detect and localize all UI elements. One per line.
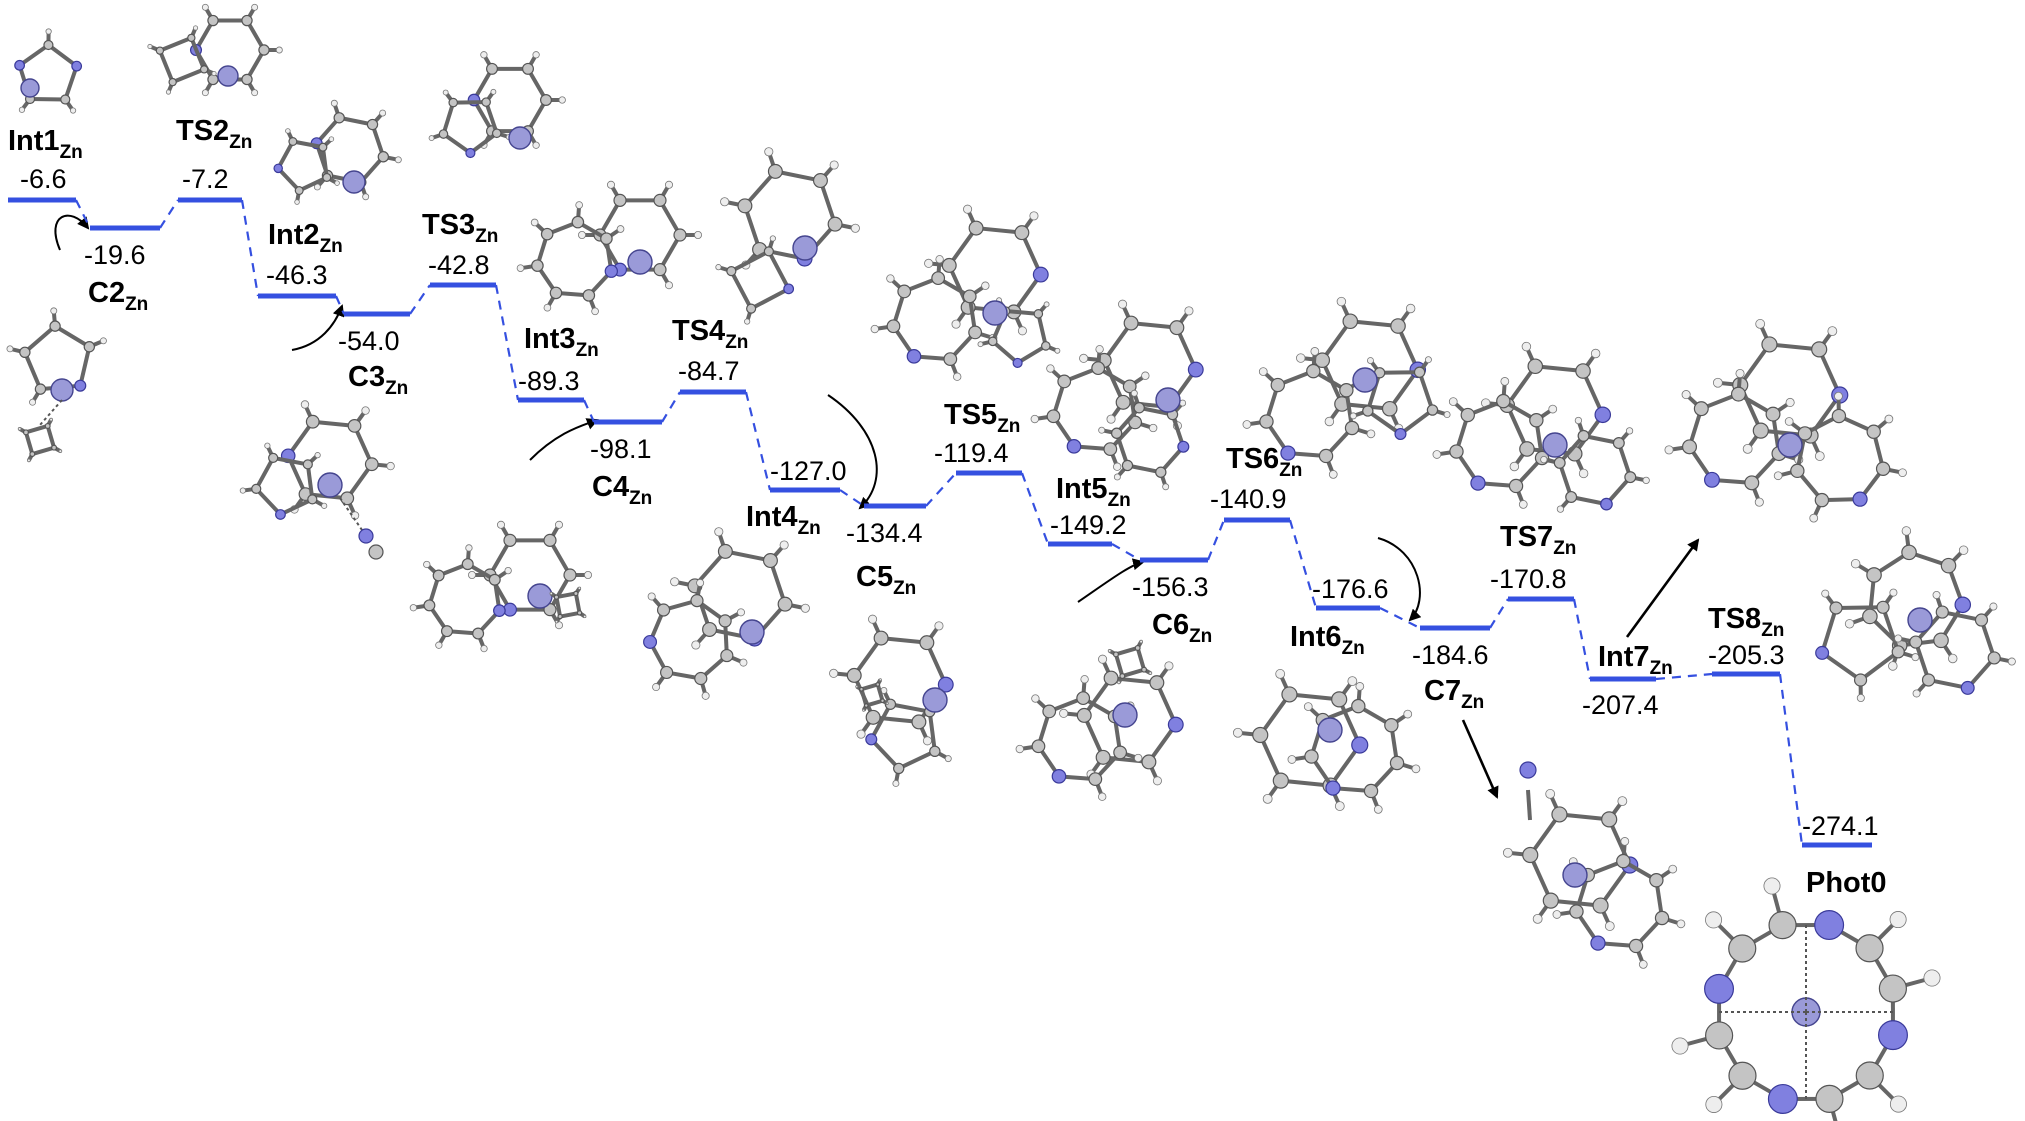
- connector: [661, 391, 681, 423]
- molecule-c7-complex: [1502, 761, 1686, 969]
- value-phot0: -274.1: [1802, 811, 1879, 841]
- molecule-int4-complex: [643, 527, 810, 700]
- connector: [1778, 673, 1804, 846]
- molecule-c4-complex: [409, 520, 593, 653]
- label-ts8: TS8Zn: [1708, 603, 1784, 641]
- molecule-int5: [1030, 299, 1204, 491]
- molecule-int2: [273, 99, 402, 205]
- connector: [744, 391, 772, 491]
- connector: [1489, 598, 1509, 629]
- value-c5: -134.4: [846, 518, 923, 548]
- arrow-c7-structure: [1461, 719, 1499, 799]
- value-c4: -98.1: [590, 434, 652, 464]
- molecule-ts3: [428, 51, 566, 159]
- molecule-int6-complex: [1232, 669, 1421, 814]
- label-phot0: Phot0: [1806, 867, 1887, 899]
- value-int1: -6.6: [20, 164, 67, 194]
- label-ts6: TS6Zn: [1226, 443, 1302, 481]
- molecule-ts4: [715, 147, 860, 325]
- molecule-c2-complex: [6, 307, 107, 463]
- state-labels: Int1Zn C2Zn TS2Zn Int2Zn C3Zn TS3Zn Int3…: [8, 115, 1887, 899]
- label-int5: Int5Zn: [1056, 473, 1131, 511]
- connector: [409, 284, 431, 315]
- value-int6: -176.6: [1312, 574, 1389, 604]
- value-c6: -156.3: [1132, 572, 1209, 602]
- value-c2: -19.6: [84, 240, 146, 270]
- value-int7: -207.4: [1582, 690, 1659, 720]
- label-int6: Int6Zn: [1290, 621, 1365, 659]
- molecule-phot0: [1671, 877, 1941, 1121]
- label-c2: C2Zn: [88, 277, 148, 315]
- value-c7: -184.6: [1412, 640, 1489, 670]
- molecule-c3-complex: [239, 400, 395, 560]
- value-int2: -46.3: [266, 260, 328, 290]
- connector: [159, 199, 179, 229]
- label-c5: C5Zn: [856, 561, 916, 599]
- curved-arrow-c7: [1377, 537, 1422, 622]
- molecule-int7: [1664, 319, 1907, 523]
- value-ts8: -205.3: [1708, 640, 1785, 670]
- connector: [334, 295, 346, 315]
- level-connectors: [75, 199, 1804, 846]
- label-c3: C3Zn: [348, 361, 408, 399]
- molecule-ts7: [1432, 341, 1650, 513]
- label-ts4: TS4Zn: [672, 315, 748, 353]
- label-ts2: TS2Zn: [176, 115, 252, 153]
- curved-arrow-c3: [291, 304, 345, 351]
- label-ts3: TS3Zn: [422, 209, 498, 247]
- molecule-c5-complex: [829, 614, 954, 787]
- value-c3: -54.0: [338, 326, 400, 356]
- connector: [240, 199, 260, 297]
- arrow-int7-structure: [1625, 538, 1700, 638]
- energy-values: -6.6 -19.6 -7.2 -46.3 -54.0 -42.8 -89.3 …: [20, 164, 1879, 841]
- label-ts7: TS7Zn: [1500, 521, 1576, 559]
- curved-arrow-c4: [529, 418, 599, 461]
- connector: [1379, 607, 1421, 629]
- connector: [75, 199, 91, 229]
- label-int2: Int2Zn: [268, 219, 343, 257]
- connector: [925, 472, 957, 507]
- molecule-ts6: [1242, 296, 1451, 479]
- value-ts2: -7.2: [182, 164, 229, 194]
- label-c7: C7Zn: [1424, 675, 1484, 713]
- molecule-ts5: [870, 204, 1061, 381]
- value-ts3: -42.8: [428, 250, 490, 280]
- label-int3: Int3Zn: [524, 323, 599, 361]
- label-c4: C4Zn: [592, 471, 652, 509]
- curved-arrow-c6: [1077, 558, 1145, 603]
- curved-arrow-c2: [54, 214, 90, 251]
- label-ts5: TS5Zn: [944, 399, 1020, 437]
- value-ts7: -170.8: [1490, 564, 1567, 594]
- connector: [1206, 519, 1226, 561]
- molecule-int1: [14, 28, 83, 114]
- connector: [494, 284, 520, 401]
- value-int4: -127.0: [770, 456, 847, 486]
- molecule-int3: [516, 180, 703, 316]
- connector: [1572, 598, 1592, 680]
- connector: [839, 489, 865, 507]
- value-int5: -149.2: [1050, 510, 1127, 540]
- molecule-ts2: [147, 3, 283, 97]
- connector: [1020, 472, 1050, 545]
- value-int3: -89.3: [518, 366, 580, 396]
- value-ts4: -84.7: [678, 356, 740, 386]
- connector: [1111, 543, 1141, 561]
- molecule-structures: [6, 3, 2016, 1121]
- label-int1: Int1Zn: [8, 125, 83, 163]
- molecule-ts8: [1815, 526, 2016, 702]
- label-c6: C6Zn: [1152, 609, 1212, 647]
- molecule-c6-complex: [1015, 639, 1184, 801]
- value-ts5: -119.4: [934, 438, 1009, 468]
- label-int4: Int4Zn: [746, 501, 821, 539]
- energy-levels: [8, 197, 1872, 848]
- label-int7: Int7Zn: [1598, 641, 1673, 679]
- value-ts6: -140.9: [1210, 484, 1287, 514]
- connector: [582, 399, 596, 423]
- curved-arrow-c5: [827, 394, 878, 510]
